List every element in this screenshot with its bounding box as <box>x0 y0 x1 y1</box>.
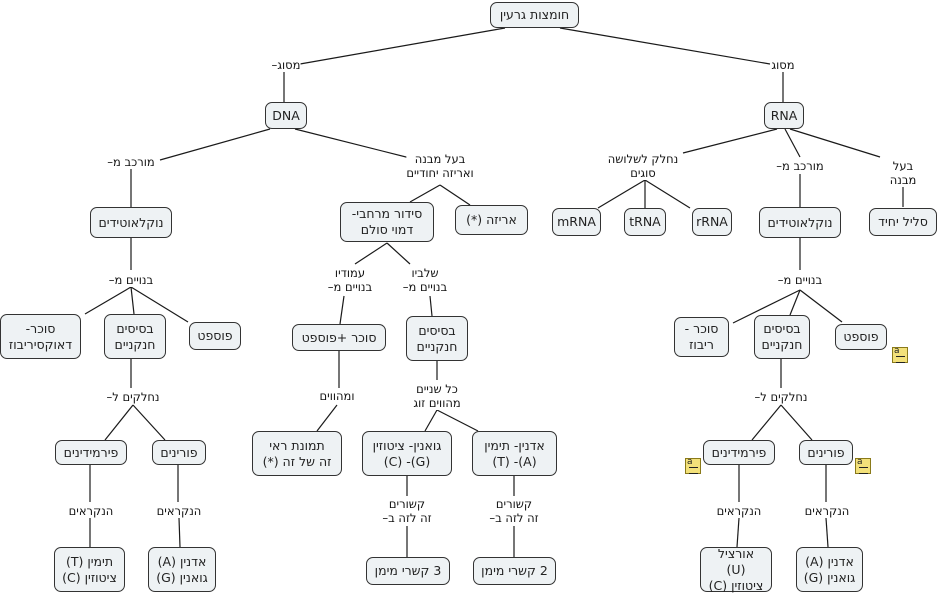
link-label-rna-structure: בעל מבנה <box>884 159 922 187</box>
node-2-hydrogen-bonds[interactable]: 2 קשרי מימן <box>473 557 556 585</box>
node-rna-phosphate[interactable]: פוספט <box>835 324 887 350</box>
link-label-form: ומהווים <box>319 389 355 403</box>
node-dna-helix[interactable]: סידור מרחבי- דמוי סולם <box>340 202 434 242</box>
link-label-rna-built: בנויים מ– <box>777 273 823 287</box>
link-label-type-dna: מסוג– <box>271 58 301 72</box>
link-label-pillars: עמודיו בנויים מ– <box>327 266 373 294</box>
node-dna-phosphate[interactable]: פוספט <box>189 322 241 350</box>
node-dna-purines[interactable]: פורינים <box>152 440 206 465</box>
node-pair-gc[interactable]: גואנין- ציטוזין (G)- (C) <box>362 431 452 476</box>
node-dna-rungs-bases[interactable]: בסיסים חנקניים <box>406 316 468 361</box>
link-label-dna-composed: מורכב מ– <box>107 155 155 169</box>
node-nucleic-acids[interactable]: חומצות גרעין <box>490 2 579 28</box>
annotation-note-icon[interactable] <box>685 457 701 474</box>
link-label-rna-called-2: הנקראים <box>804 504 850 518</box>
node-rna[interactable]: RNA <box>764 102 804 129</box>
node-rna-sugar[interactable]: סוכר - ריבוז <box>674 317 729 357</box>
link-label-dna-called-1: הנקראים <box>68 504 114 518</box>
node-mrna[interactable]: mRNA <box>552 208 601 236</box>
node-single-strand[interactable]: סליל יחיד <box>869 208 937 236</box>
link-label-dna-called-2: הנקראים <box>156 504 202 518</box>
node-rna-purines[interactable]: פורינים <box>799 440 853 465</box>
link-label-rungs: שלביו בנויים מ– <box>402 266 448 294</box>
node-dna-thymine-cytosine[interactable]: תימין (T) ציטוזין (C) <box>54 547 125 592</box>
node-dna-pyrimidines[interactable]: פירמידינים <box>55 440 127 465</box>
node-dna-nucleotides[interactable]: נוקלאוטידים <box>90 207 172 238</box>
node-pair-at[interactable]: אדנין- תימין (A)- (T) <box>472 431 557 476</box>
node-mirror-image[interactable]: תמונת ראי זה של זה (*) <box>252 431 342 476</box>
node-dna-packing[interactable]: אריזה (*) <box>455 205 528 235</box>
node-dna-sugar[interactable]: סוכר- דאוקסיריבוז <box>0 314 81 359</box>
annotation-note-icon[interactable] <box>892 346 908 363</box>
link-label-rna-called-1: הנקראים <box>716 504 762 518</box>
node-rna-adenine-guanine[interactable]: אדנין (A) גואנין (G) <box>796 547 863 592</box>
node-dna-adenine-guanine[interactable]: אדנין (A) גואנין (G) <box>148 547 216 592</box>
node-dna-sugar-phosphate[interactable]: סוכר +פוספט <box>292 324 386 351</box>
node-trna[interactable]: tRNA <box>624 208 666 236</box>
link-label-bonded-1: קשורים זה לזה ב– <box>382 497 432 525</box>
node-rna-pyrimidines[interactable]: פירמידינים <box>703 440 775 465</box>
node-dna-bases[interactable]: בסיסים חנקניים <box>104 314 166 359</box>
link-label-dna-divided: נחלקים ל– <box>106 390 160 404</box>
link-label-dna-built: בנויים מ– <box>108 273 154 287</box>
link-label-pairs: כל שניים מהווים זוג <box>413 382 461 410</box>
link-label-type-rna: מסוג <box>771 58 795 72</box>
node-rna-nucleotides[interactable]: נוקלאוטידים <box>759 207 841 238</box>
node-3-hydrogen-bonds[interactable]: 3 קשרי מימן <box>366 557 450 585</box>
node-rna-bases[interactable]: בסיסים חנקניים <box>754 315 810 359</box>
annotation-note-icon[interactable] <box>855 457 871 474</box>
node-rrna[interactable]: rRNA <box>692 208 732 236</box>
link-label-rna-three: נחלק לשלושה סוגים <box>607 152 679 180</box>
link-label-dna-structure: בעל מבנה ואריזה יחודיים <box>406 152 474 180</box>
link-label-rna-divided: נחלקים ל– <box>754 390 808 404</box>
node-rna-uracil-cytosine[interactable]: אורציל (U) ציטוזין (C) <box>700 546 772 593</box>
link-label-rna-composed: מורכב מ– <box>776 159 824 173</box>
node-dna[interactable]: DNA <box>265 102 307 129</box>
link-label-bonded-2: קשורים זה לזה ב– <box>489 497 539 525</box>
